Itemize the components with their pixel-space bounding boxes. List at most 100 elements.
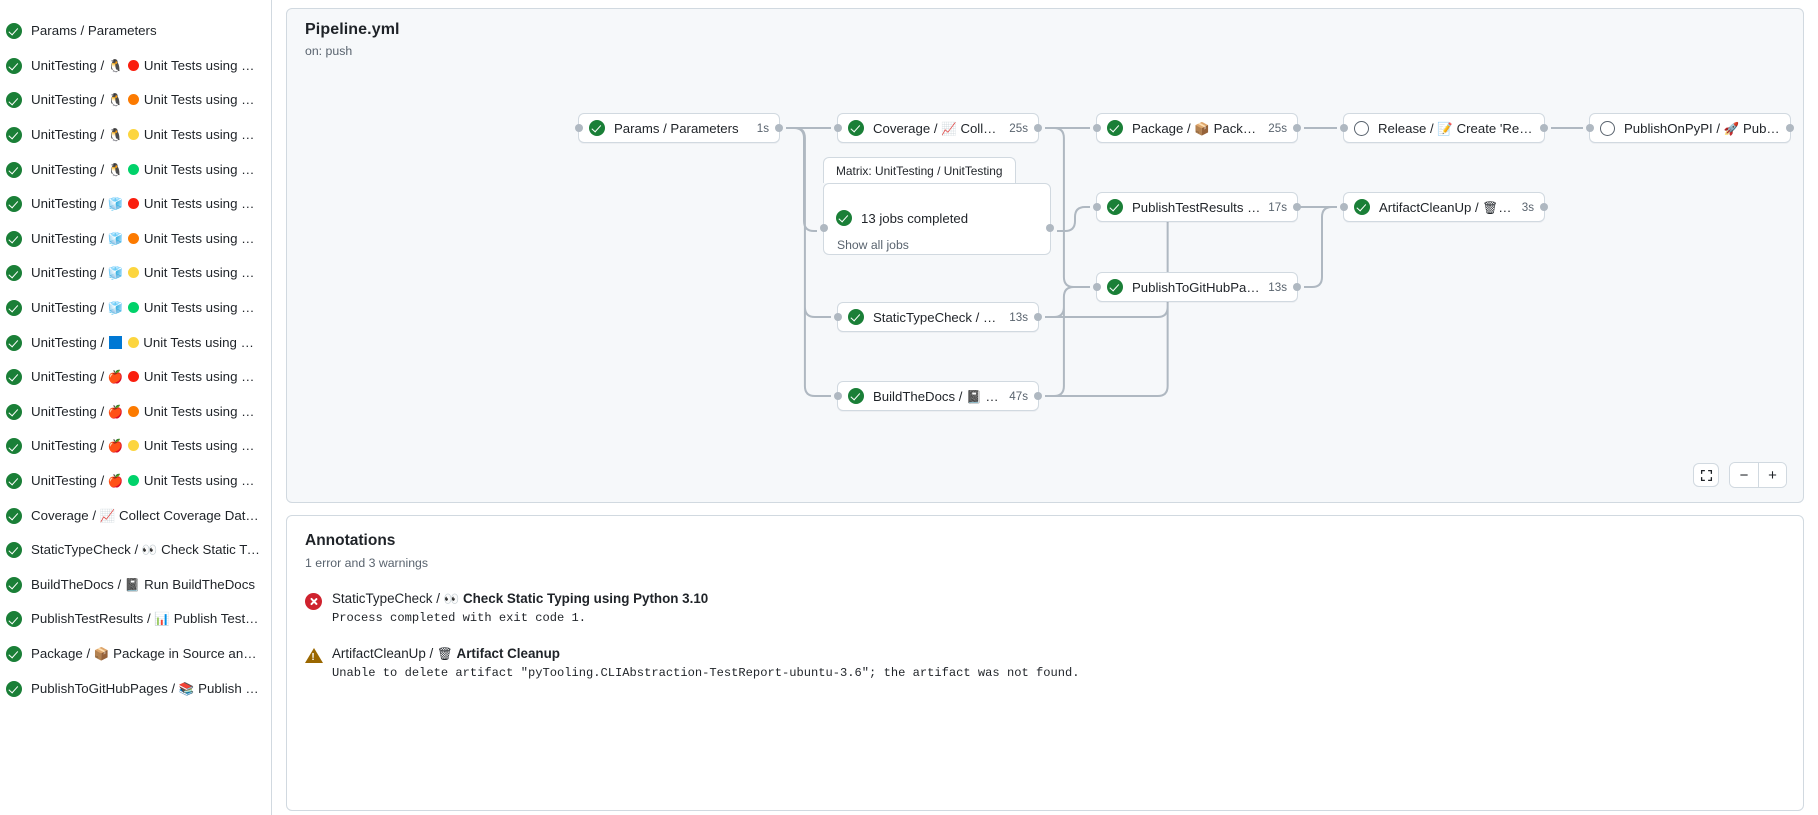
graph-node-statictypecheck[interactable]: StaticTypeCheck / 👀 Chec…13s [834, 302, 1042, 332]
sidebar-item-18[interactable]: Package / 📦 Package in Source and Wh… [0, 637, 271, 672]
sidebar-item-label: Package / 📦 Package in Source and Wh… [31, 645, 261, 661]
node-input-port [1340, 203, 1348, 211]
windows-cube-icon: 🧊 [107, 231, 124, 246]
sidebar-item-2[interactable]: UnitTesting / 🐧 Unit Tests using Pyth… [0, 83, 271, 118]
node-input-port [834, 313, 842, 321]
fullscreen-icon[interactable] [1693, 463, 1719, 487]
node-input-port [1340, 124, 1348, 132]
eyes-icon: 👀 [141, 543, 158, 558]
annotation-severity-icon-wrap [304, 648, 323, 663]
sidebar-item-label: UnitTesting / 🍎 Unit Tests using Pyth… [31, 473, 261, 489]
status-icon-success [6, 507, 22, 524]
sidebar-item-16[interactable]: BuildTheDocs / 📓 Run BuildTheDocs [0, 568, 271, 603]
books-icon: 📚 [178, 681, 195, 696]
graph-node-release[interactable]: Release / 📝 Create 'Release P… [1340, 113, 1548, 143]
matrix-show-all-jobs-link[interactable]: Show all jobs [837, 238, 909, 252]
node-input-port [1093, 124, 1101, 132]
windows-cube-icon: 🧊 [107, 197, 124, 212]
sidebar-item-11[interactable]: UnitTesting / 🍎 Unit Tests using Pyth… [0, 395, 271, 430]
python-version-dot-yellow [128, 129, 140, 141]
macos-apple-icon: 🍎 [107, 370, 124, 385]
node-output-port [1540, 124, 1548, 132]
python-version-dot-orange [128, 405, 140, 417]
zoom-out-button[interactable]: − [1730, 463, 1758, 487]
node-output-port [1786, 124, 1794, 132]
graph-node-buildthedocs[interactable]: BuildTheDocs / 📓 Run Buil…47s [834, 381, 1042, 411]
node-input-port [820, 224, 828, 232]
python-version-dot-yellow [127, 336, 139, 348]
node-output-port [1293, 203, 1301, 211]
matrix-jobs-status: 13 jobs completed [836, 210, 1038, 226]
graph-node-label: ArtifactCleanUp / 🗑 Artifac… [1379, 199, 1514, 215]
sidebar-item-label: UnitTesting / 🐧 Unit Tests using Pyth… [31, 161, 261, 177]
annotation-item-1[interactable]: ArtifactCleanUp / 🗑 Artifact CleanupUnab… [304, 646, 1785, 680]
status-icon-success [848, 309, 864, 325]
sidebar-item-label: UnitTesting / 🧊 Unit Tests using Pyth… [31, 230, 261, 246]
annotation-message: Unable to delete artifact "pyTooling.CLI… [332, 666, 1080, 680]
status-icon-success [6, 300, 22, 317]
main-content: Pipeline.yml on: push Params / Parameter… [272, 0, 1818, 815]
sidebar-item-9[interactable]: UnitTesting / Unit Tests using Pyth… [0, 325, 271, 360]
node-input-port [575, 124, 583, 132]
annotation-item-0[interactable]: StaticTypeCheck / 👀 Check Static Typing … [305, 591, 1785, 625]
bar-chart-icon: 📊 [154, 612, 170, 627]
graph-node-duration: 47s [1009, 389, 1028, 403]
annotations-list: StaticTypeCheck / 👀 Check Static Typing … [304, 591, 1785, 680]
sidebar-item-12[interactable]: UnitTesting / 🍎 Unit Tests using Pyth… [0, 429, 271, 464]
graph-node-label: PublishOnPyPI / 🚀 Publish to … [1624, 120, 1780, 136]
status-icon-success [6, 334, 22, 351]
graph-node-label: PublishTestResults / 📊 Pu… [1132, 200, 1260, 215]
sidebar-item-label: UnitTesting / 🍎 Unit Tests using Pyth… [31, 369, 261, 385]
sidebar-item-7[interactable]: UnitTesting / 🧊 Unit Tests using Pyth… [0, 256, 271, 291]
sidebar-item-8[interactable]: UnitTesting / 🧊 Unit Tests using Pyth… [0, 291, 271, 326]
graph-node-publishonpypi[interactable]: PublishOnPyPI / 🚀 Publish to … [1586, 113, 1794, 143]
workflow-title: Pipeline.yml [305, 21, 400, 38]
sidebar-item-3[interactable]: UnitTesting / 🐧 Unit Tests using Pyth… [0, 118, 271, 153]
graph-node-label: Coverage / 📈 Collect Cove… [873, 120, 1001, 136]
workflow-graph-card: Pipeline.yml on: push Params / Parameter… [286, 8, 1804, 503]
sidebar-item-label: UnitTesting / 🧊 Unit Tests using Pyth… [31, 300, 261, 316]
sidebar-item-19[interactable]: PublishToGitHubPages / 📚 Publish to G… [0, 671, 271, 706]
sidebar-item-13[interactable]: UnitTesting / 🍎 Unit Tests using Pyth… [0, 464, 271, 499]
annotation-step-name: Check Static Typing using Python 3.10 [462, 591, 709, 606]
node-output-port [1034, 124, 1042, 132]
graph-node-coverage[interactable]: Coverage / 📈 Collect Cove…25s [834, 113, 1042, 143]
status-icon-success [6, 438, 22, 455]
zoom-in-out-group[interactable]: − + [1729, 462, 1787, 488]
sidebar-item-1[interactable]: UnitTesting / 🐧 Unit Tests using Pyth… [0, 49, 271, 84]
sidebar-item-17[interactable]: PublishTestResults / 📊 Publish Test Resu… [0, 602, 271, 637]
node-input-port [1093, 203, 1101, 211]
annotation-step-name: Artifact Cleanup [456, 646, 560, 661]
sidebar-item-10[interactable]: UnitTesting / 🍎 Unit Tests using Pyth… [0, 360, 271, 395]
linux-penguin-icon: 🐧 [107, 58, 124, 73]
node-input-port [1586, 124, 1594, 132]
graph-node-publishtestresults[interactable]: PublishTestResults / 📊 Pu…17s [1093, 192, 1301, 222]
sidebar-item-14[interactable]: Coverage / 📈 Collect Coverage Data usi… [0, 498, 271, 533]
sidebar-item-4[interactable]: UnitTesting / 🐧 Unit Tests using Pyth… [0, 152, 271, 187]
node-output-port [1540, 203, 1548, 211]
graph-node-artifactcleanup[interactable]: ArtifactCleanUp / 🗑 Artifac…3s [1340, 192, 1548, 222]
status-icon-skipped [1600, 120, 1615, 136]
macos-apple-icon: 🍎 [107, 404, 124, 419]
sidebar-item-15[interactable]: StaticTypeCheck / 👀 Check Static Typing… [0, 533, 271, 568]
graph-node-publishtogithubpages[interactable]: PublishToGitHubPages / 📚 …13s [1093, 272, 1301, 302]
status-icon-success [6, 92, 22, 109]
status-icon-success [6, 680, 22, 697]
status-icon-success [1354, 199, 1370, 215]
graph-zoom-controls[interactable]: − + [1693, 462, 1787, 488]
status-icon-success [6, 403, 22, 420]
status-icon-success [6, 645, 22, 662]
chart-increasing-icon: 📈 [99, 508, 116, 523]
status-icon-success [836, 210, 852, 226]
trash-can-icon: 🗑 [1482, 200, 1499, 215]
sidebar-item-0[interactable]: Params / Parameters [0, 14, 271, 49]
error-icon [305, 593, 322, 610]
sidebar-item-6[interactable]: UnitTesting / 🧊 Unit Tests using Pyth… [0, 222, 271, 257]
graph-node-package[interactable]: Package / 📦 Package in So…25s [1093, 113, 1301, 143]
zoom-in-button[interactable]: + [1758, 463, 1786, 487]
sidebar-item-5[interactable]: UnitTesting / 🧊 Unit Tests using Pyth… [0, 187, 271, 222]
